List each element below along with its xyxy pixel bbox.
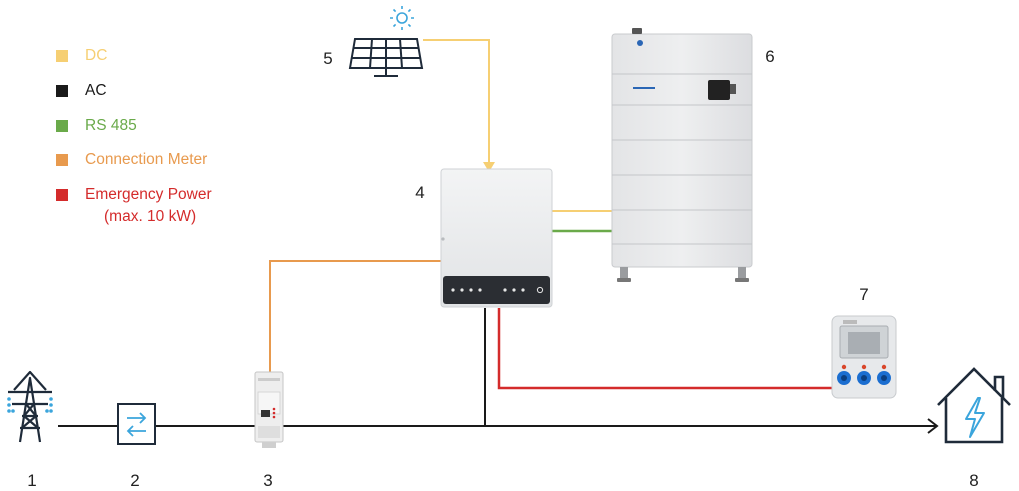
solar-panel-icon (348, 6, 424, 77)
legend-swatch-meter (56, 154, 68, 166)
legend-label-meter: Connection Meter (85, 151, 208, 168)
dc-wire-solar-inverter (423, 39, 495, 172)
component-number-3: 3 (263, 471, 272, 490)
legend-sublabel-emergency: (max. 10 kW) (104, 208, 197, 225)
power-pylon-icon (7, 370, 53, 443)
legend-label-ac: AC (85, 82, 107, 99)
bidirectional-arrows-icon (117, 403, 156, 445)
legend-swatch-rs485 (56, 120, 68, 132)
ac-main-line (58, 418, 939, 434)
component-number-1: 1 (27, 471, 36, 490)
legend-item-meter: Connection Meter (56, 149, 207, 171)
emergency-wire-inverter-outlet (497, 308, 832, 390)
legend-swatch-emergency (56, 189, 68, 201)
socket-box-icon (831, 315, 897, 399)
component-number-4: 4 (415, 183, 424, 202)
legend-swatch-ac (56, 85, 68, 97)
legend-item-emergency-sub: (max. 10 kW) (104, 206, 196, 228)
legend-item-ac: AC (56, 80, 107, 102)
legend-item-dc: DC (56, 45, 107, 67)
legend-item-rs485: RS 485 (56, 115, 137, 137)
meter-wire-inverter-meter (269, 260, 441, 372)
component-number-5: 5 (323, 49, 332, 68)
component-number-7: 7 (859, 285, 868, 304)
legend-label-dc: DC (85, 47, 108, 64)
component-number-2: 2 (130, 471, 139, 490)
legend-item-emergency: Emergency Power (56, 184, 212, 206)
component-number-8: 8 (969, 471, 978, 490)
house-lightning-icon (937, 367, 1011, 444)
battery-stack-icon (611, 28, 753, 282)
legend-swatch-dc (56, 50, 68, 62)
component-number-6: 6 (765, 47, 774, 66)
hybrid-inverter-icon (440, 168, 553, 308)
legend-label-emergency: Emergency Power (85, 186, 212, 203)
legend-label-rs485: RS 485 (85, 117, 137, 134)
din-rail-meter-icon (254, 371, 284, 448)
